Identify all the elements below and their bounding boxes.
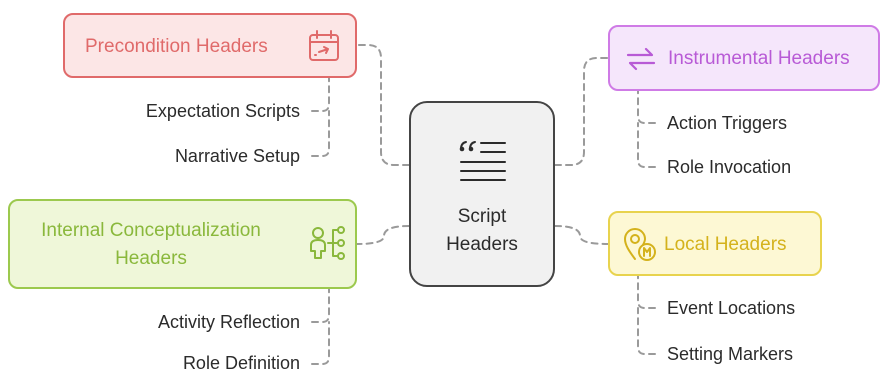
location-pin-icon bbox=[624, 228, 656, 261]
person-network-icon bbox=[310, 226, 345, 260]
center-title-line2: Headers bbox=[446, 234, 518, 255]
center-node: Script Headers bbox=[409, 101, 555, 287]
precondition-headers-title: Precondition Headers bbox=[85, 36, 268, 57]
local-headers-title: Local Headers bbox=[664, 234, 787, 255]
leaf-narrative-setup: Narrative Setup bbox=[174, 146, 300, 166]
local-headers-node: Local Headers bbox=[608, 211, 822, 276]
instrumental-headers-node: Instrumental Headers bbox=[608, 25, 880, 91]
swap-arrows-icon bbox=[626, 47, 656, 71]
quote-lines-icon bbox=[459, 141, 506, 181]
instrumental-headers-title: Instrumental Headers bbox=[668, 48, 850, 69]
leaf-setting-markers: Setting Markers bbox=[667, 344, 794, 364]
leaf-role-invocation: Role Invocation bbox=[667, 157, 792, 177]
internal-conceptualization-title-line1: Internal Conceptualization bbox=[41, 220, 261, 241]
precondition-headers-node: Precondition Headers bbox=[63, 13, 357, 78]
leaf-role-definition: Role Definition bbox=[182, 353, 300, 373]
leaf-expectation-scripts: Expectation Scripts bbox=[145, 101, 300, 121]
leaf-action-triggers: Action Triggers bbox=[667, 113, 788, 133]
calendar-check-icon bbox=[309, 30, 339, 61]
leaf-event-locations: Event Locations bbox=[667, 298, 796, 318]
leaf-activity-reflection: Activity Reflection bbox=[157, 312, 300, 332]
internal-conceptualization-headers-node: Internal Conceptualization Headers bbox=[8, 199, 357, 289]
center-title-line1: Script bbox=[457, 206, 507, 227]
internal-conceptualization-title-line2: Headers bbox=[115, 248, 187, 269]
